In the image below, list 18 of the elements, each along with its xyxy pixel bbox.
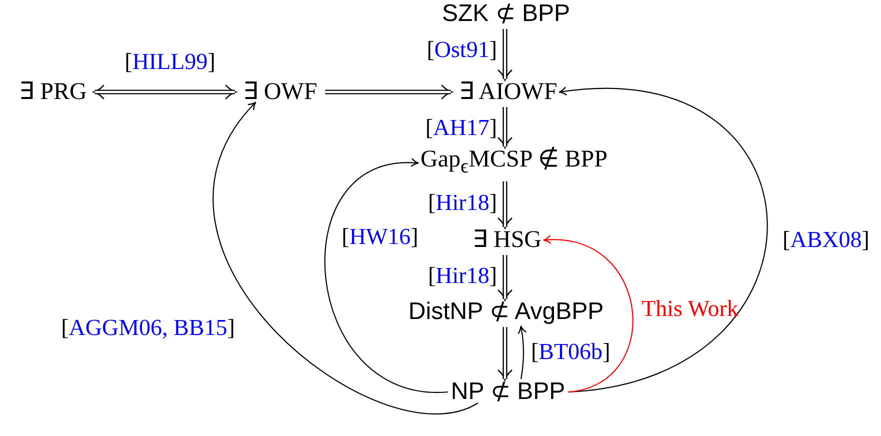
citation-label: [Hir18] — [428, 190, 497, 216]
math-statement: ∃ AIOWF — [458, 78, 558, 106]
math-statement: NP ⊄ BPP — [450, 378, 566, 406]
math-statement: ∃ PRG — [19, 78, 87, 106]
citation-label: [AGGM06, BB15] — [61, 315, 235, 341]
citation-label: [HW16] — [342, 224, 418, 250]
citation-label: [AH17] — [425, 115, 497, 141]
citation-label: [BT06b] — [531, 339, 610, 365]
math-statement: ∃ HSG — [472, 226, 542, 254]
edge-label: This Work — [642, 296, 738, 322]
citation-label: [Ost91] — [426, 37, 497, 63]
math-statement: ∃ OWF — [242, 78, 318, 106]
citation-label: [ABX08] — [782, 227, 870, 253]
citation-label: [Hir18] — [428, 263, 497, 289]
math-statement: DistNP ⊄ AvgBPP — [408, 298, 604, 326]
math-statement: Gap$_{ϵ}$MCSP ∉ BPP — [420, 146, 608, 180]
math-statement: SZK ⊄ BPP — [442, 0, 570, 28]
citation-label: [HILL99] — [124, 49, 216, 75]
